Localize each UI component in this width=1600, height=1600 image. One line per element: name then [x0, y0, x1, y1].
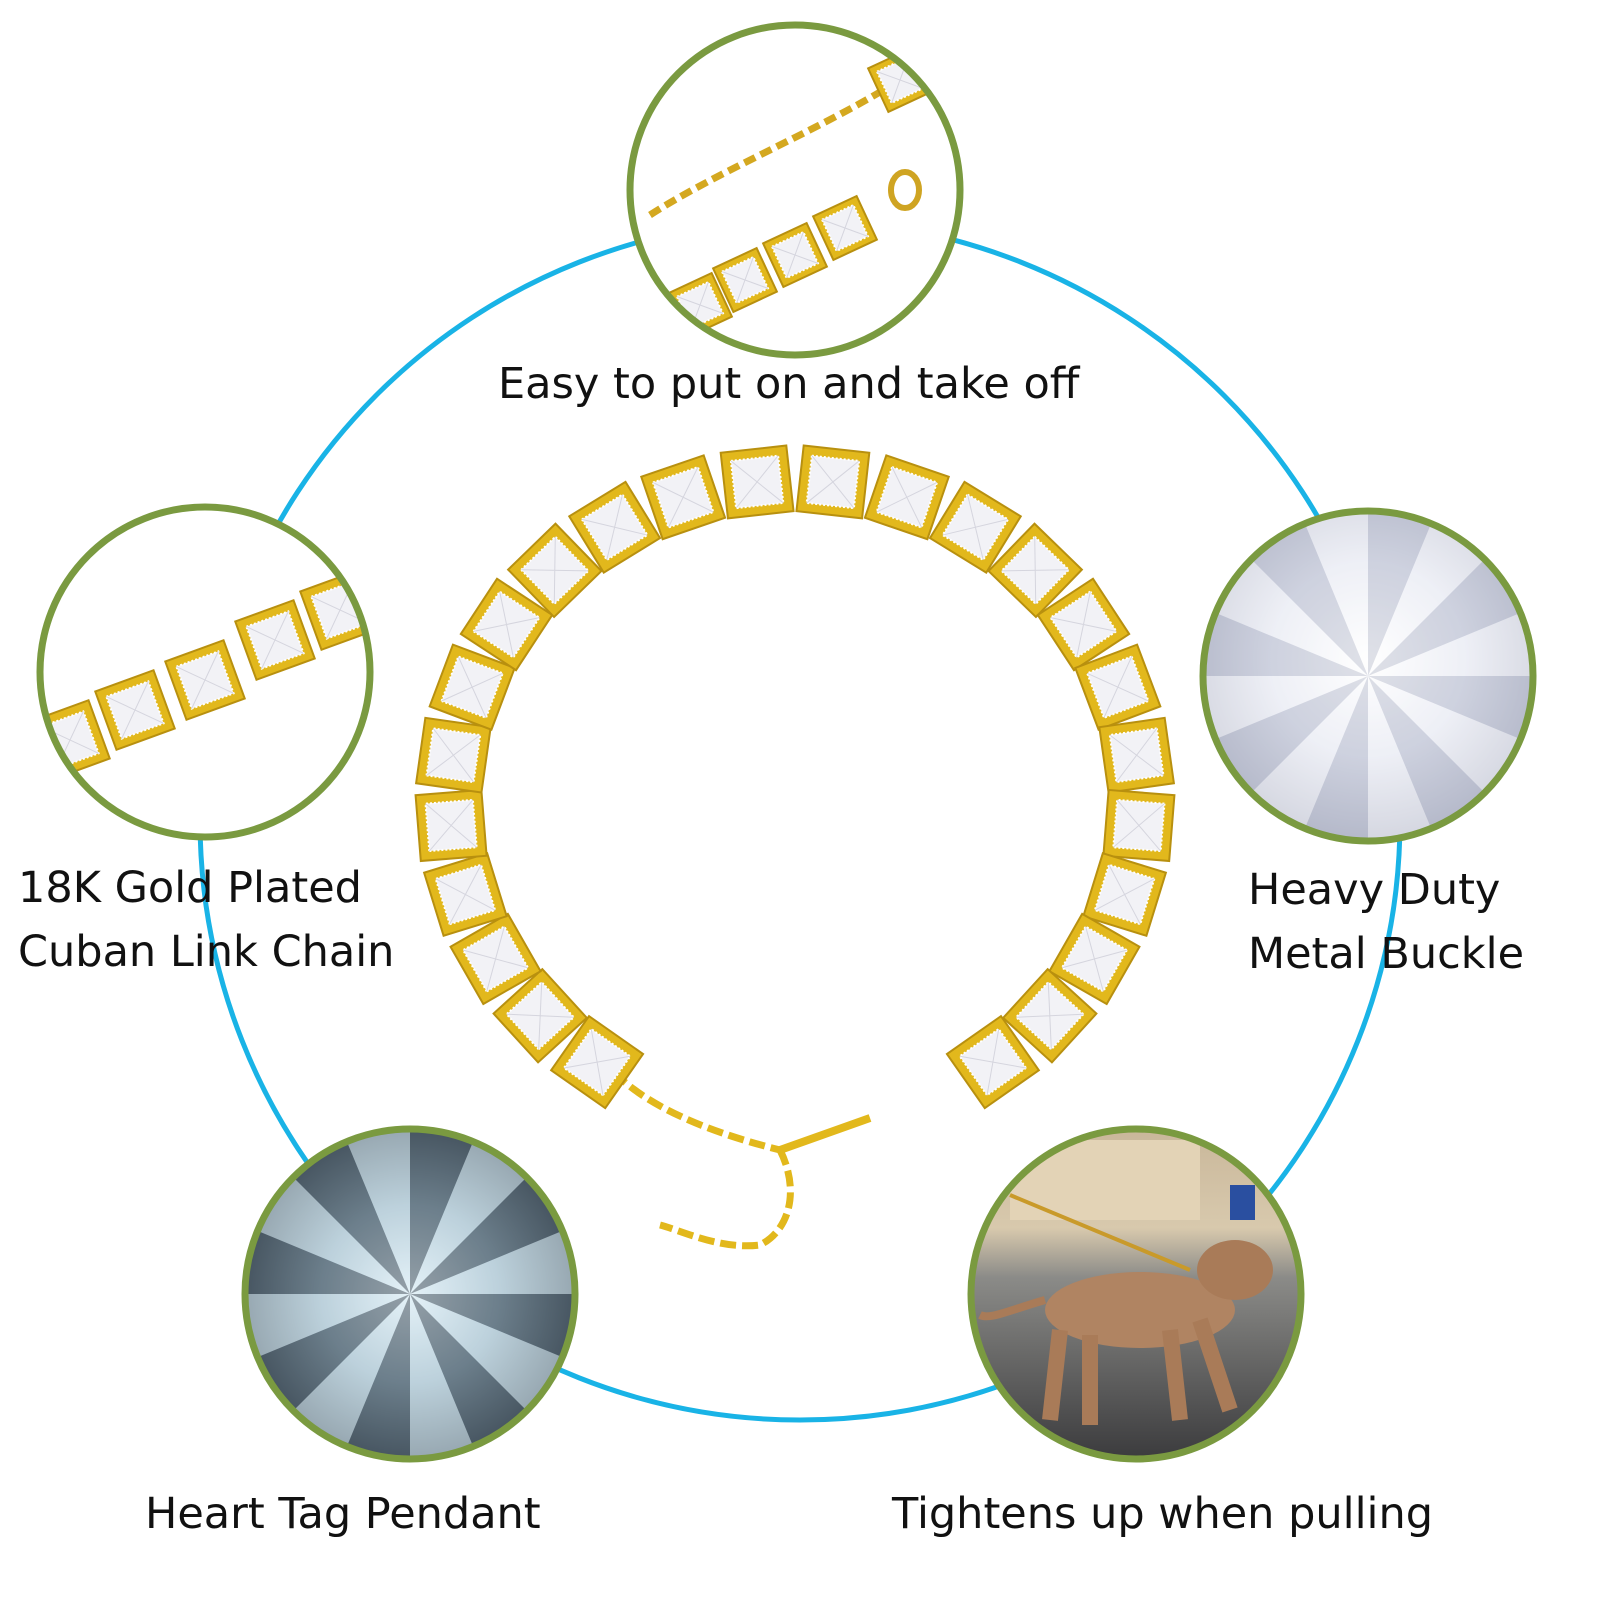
gem-link — [987, 522, 1084, 619]
clasp-closeup-image — [626, 21, 964, 359]
gem-link — [1048, 912, 1141, 1006]
label-line: 18K Gold Plated — [18, 863, 362, 913]
label-line: Cuban Link Chain — [18, 927, 395, 977]
gem-link — [459, 577, 554, 672]
gem-link — [93, 668, 177, 752]
label-line: Easy to put on and take off — [498, 359, 1080, 409]
label-line: Metal Buckle — [1248, 929, 1525, 979]
facet — [1368, 676, 1441, 841]
facet — [1368, 603, 1533, 676]
gem-link — [1102, 788, 1176, 863]
gem-link — [1036, 577, 1131, 672]
gem-link — [945, 1014, 1041, 1110]
feature-label-buckle: Heavy Duty Metal Buckle — [1248, 858, 1524, 986]
feature-label-chain: 18K Gold Plated Cuban Link Chain — [18, 856, 394, 984]
facet — [1295, 511, 1368, 676]
gem-link — [233, 598, 317, 682]
gem-link — [506, 522, 603, 619]
gem-link — [567, 480, 662, 574]
gem-link — [711, 246, 779, 314]
facet — [1368, 511, 1441, 676]
extension-chain — [597, 1053, 794, 1250]
bracelet-image — [414, 444, 1176, 1250]
gem-link — [928, 480, 1023, 574]
facet — [410, 1221, 575, 1294]
facet — [410, 1294, 575, 1367]
facet — [1295, 676, 1368, 841]
label-line: Heart Tag Pendant — [145, 1489, 541, 1539]
feature-label-clasp: Easy to put on and take off — [498, 352, 1079, 416]
dog-photo-image — [967, 1125, 1305, 1463]
chain-closeup-image — [36, 503, 374, 841]
gem-link — [795, 444, 871, 520]
facet — [410, 1294, 483, 1459]
gem-link — [422, 851, 508, 938]
gem-link — [449, 912, 542, 1006]
diamond-closeup-image — [1199, 507, 1537, 845]
gem-link — [761, 221, 829, 289]
facet — [337, 1294, 410, 1459]
facet — [1203, 603, 1368, 676]
label-line: Tightens up when pulling — [892, 1489, 1434, 1539]
gem-link — [163, 638, 247, 722]
facet — [1368, 676, 1533, 749]
facet — [410, 1129, 483, 1294]
gem-link — [414, 716, 492, 794]
label-line: Heavy Duty — [1248, 865, 1501, 915]
gem-link — [428, 643, 516, 731]
gem-link — [719, 444, 795, 520]
gem-link — [1098, 716, 1176, 794]
feature-label-pendant: Heart Tag Pendant — [145, 1482, 541, 1546]
gem-link — [1001, 967, 1098, 1064]
facet — [245, 1294, 410, 1367]
feature-label-tighten: Tightens up when pulling — [892, 1482, 1433, 1546]
gem-link — [639, 454, 727, 541]
gem-link — [1082, 851, 1168, 938]
facet — [1203, 676, 1368, 749]
crystal-closeup-image — [241, 1125, 579, 1463]
gem-link — [414, 788, 488, 863]
lobster-clasp — [778, 1114, 872, 1154]
gem-link — [811, 194, 879, 262]
gem-link — [863, 454, 951, 541]
facet — [245, 1221, 410, 1294]
gem-link — [1074, 643, 1162, 731]
gem-link — [549, 1014, 645, 1110]
gem-link — [492, 967, 589, 1064]
facet — [337, 1129, 410, 1294]
